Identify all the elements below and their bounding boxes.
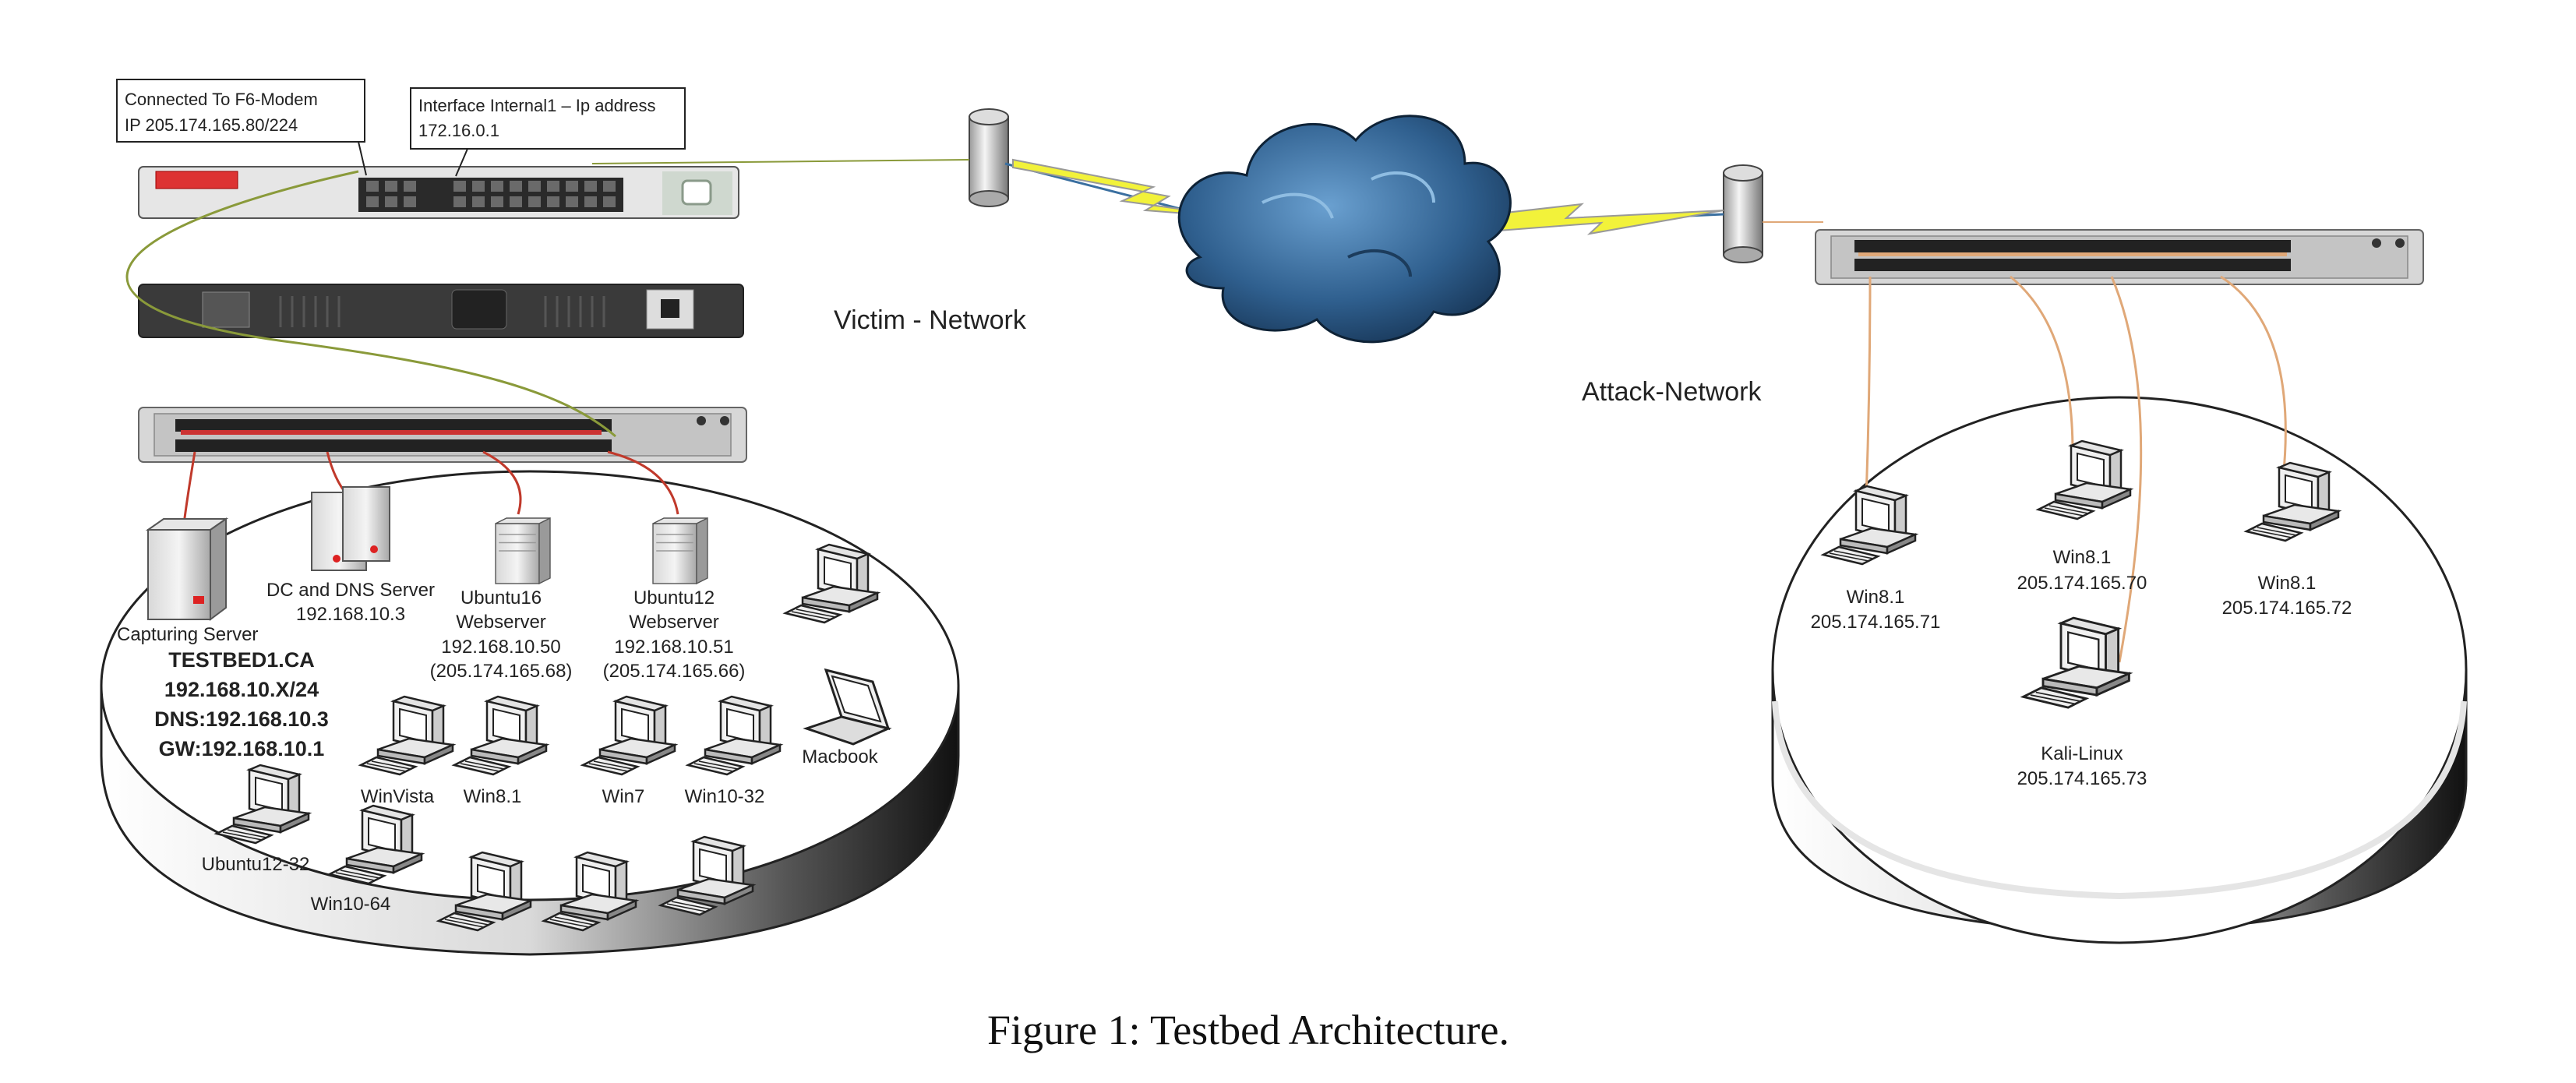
win81-label: Win8.1 [464, 786, 522, 807]
callout-line: Connected To F6-Modem [125, 90, 318, 109]
firewall-icon [138, 166, 739, 219]
callout-line: Interface Internal1 – Ip address [418, 96, 656, 115]
dc-dns-ip: 192.168.10.3 [296, 604, 405, 625]
testbed-subnet: 192.168.10.X/24 [164, 678, 319, 701]
ubuntu16-public-ip: (205.174.165.68) [430, 661, 573, 682]
dc-dns-server-icon [311, 486, 390, 571]
ubuntu12-server-icon [652, 517, 708, 584]
testbed-domain: TESTBED1.CA [168, 648, 315, 672]
ubuntu12-ip: 192.168.10.51 [614, 637, 733, 658]
victim-network-label: Victim - Network [834, 305, 1027, 335]
victim-router-cylinder-icon [969, 108, 1009, 207]
switch-icon [138, 407, 747, 463]
callout-line: 172.16.0.1 [418, 121, 499, 140]
dc-dns-name: DC and DNS Server [266, 580, 435, 601]
cloud-icon [1177, 115, 1512, 344]
victim-cables [125, 170, 679, 531]
router-icon [138, 284, 744, 338]
ubuntu12-public-ip: (205.174.165.66) [603, 661, 746, 682]
ubuntu16-name: Ubuntu16 [461, 587, 542, 609]
attack-win81-c-name: Win8.1 [2258, 573, 2317, 594]
attack-win81-c-ip: 205.174.165.72 [2222, 598, 2352, 619]
ubuntu16-role: Webserver [456, 612, 546, 633]
attack-win81-b-ip: 205.174.165.70 [2017, 573, 2147, 594]
capturing-server-icon [145, 517, 229, 621]
attack-win81-a-name: Win8.1 [1847, 587, 1905, 608]
kali-name: Kali-Linux [2041, 743, 2123, 764]
fortigate-callout: Connected To F6-Modem IP 205.174.165.80/… [116, 79, 367, 176]
attack-win81-a-ip: 205.174.165.71 [1811, 612, 1941, 633]
laptop-icon [803, 668, 892, 746]
ubuntu16-server-icon [495, 517, 551, 584]
callout-line: IP 205.174.165.80/224 [125, 115, 298, 135]
testbed-info: TESTBED1.CA 192.168.10.X/24 DNS:192.168.… [154, 648, 329, 760]
attack-cables [1865, 275, 2287, 663]
attack-switch-icon [1815, 229, 2424, 285]
kali-ip: 205.174.165.73 [2017, 768, 2147, 789]
winvista-label: WinVista [361, 786, 435, 807]
interface-callout: Interface Internal1 – Ip address 172.16.… [410, 87, 686, 177]
attack-router-cylinder-icon [1723, 164, 1763, 263]
capturing-server-label: Capturing Server [117, 624, 258, 645]
ubuntu12-name: Ubuntu12 [633, 587, 715, 609]
testbed-dns: DNS:192.168.10.3 [154, 707, 329, 731]
macbook-label: Macbook [802, 746, 878, 767]
attack-network-label: Attack-Network [1582, 377, 1762, 407]
win10-32-label: Win10-32 [685, 786, 765, 807]
win10-64-label: Win10-64 [311, 894, 391, 915]
figure-caption: Figure 1: Testbed Architecture. [987, 1007, 1509, 1053]
ubuntu16-ip: 192.168.10.50 [441, 637, 560, 658]
ubuntu12-role: Webserver [629, 612, 719, 633]
win7-label: Win7 [602, 786, 645, 807]
attack-win81-b-name: Win8.1 [2053, 547, 2112, 568]
ubuntu12-32-label: Ubuntu12-32 [202, 854, 310, 875]
testbed-gateway: GW:192.168.10.1 [159, 737, 325, 760]
